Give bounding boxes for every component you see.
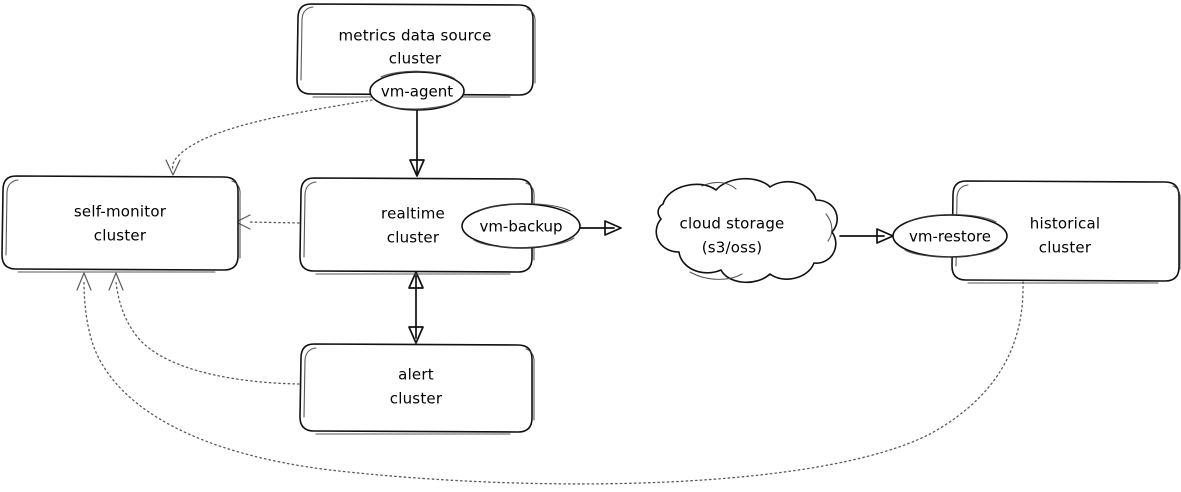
node-vm-backup[interactable]: vm-backup	[461, 203, 581, 249]
node-label-line-1: metrics data source	[338, 27, 491, 45]
edge-cloud-storage-to-vm-restore[interactable]	[839, 228, 894, 244]
edge-layer	[76, 99, 1024, 485]
node-cloud-storage[interactable]: cloud storage (s3/oss)	[655, 177, 838, 283]
node-label-line-1: alert	[398, 366, 434, 384]
node-label-line-1: cloud storage	[680, 215, 785, 233]
node-label-line-1: realtime	[381, 205, 445, 223]
node-self-monitor-cluster[interactable]: self-monitor cluster	[1, 175, 241, 273]
node-historical-cluster[interactable]: historical cluster	[951, 180, 1181, 284]
edge-vm-agent-to-realtime[interactable]	[409, 109, 425, 177]
node-label-line-2: cluster	[389, 50, 442, 68]
edge-historical-to-self-monitor[interactable]	[76, 272, 1024, 485]
node-vm-agent[interactable]: vm-agent	[369, 70, 465, 111]
node-vm-restore[interactable]: vm-restore	[892, 213, 1008, 258]
edge-realtime-to-self-monitor[interactable]	[235, 214, 300, 230]
edge-vm-backup-to-cloud-storage[interactable]	[579, 220, 622, 236]
edge-node-label: vm-restore	[909, 228, 991, 246]
node-realtime-cluster[interactable]: realtime cluster	[299, 177, 535, 275]
node-label-line-2: (s3/oss)	[702, 239, 763, 257]
node-label-line-1: historical	[1030, 215, 1101, 233]
edge-node-label: vm-backup	[479, 218, 562, 236]
edge-node-label: vm-agent	[381, 83, 453, 101]
edge-metrics-to-self-monitor[interactable]	[165, 99, 373, 176]
node-label-line-2: cluster	[94, 227, 147, 245]
node-alert-cluster[interactable]: alert cluster	[299, 343, 535, 435]
node-label-line-2: cluster	[387, 229, 440, 247]
node-label-line-2: cluster	[390, 390, 443, 408]
edge-realtime-alert[interactable]	[408, 271, 424, 344]
edge-alert-to-self-monitor[interactable]	[108, 272, 300, 385]
node-label-line-1: self-monitor	[74, 203, 167, 221]
node-label-line-2: cluster	[1039, 239, 1092, 257]
